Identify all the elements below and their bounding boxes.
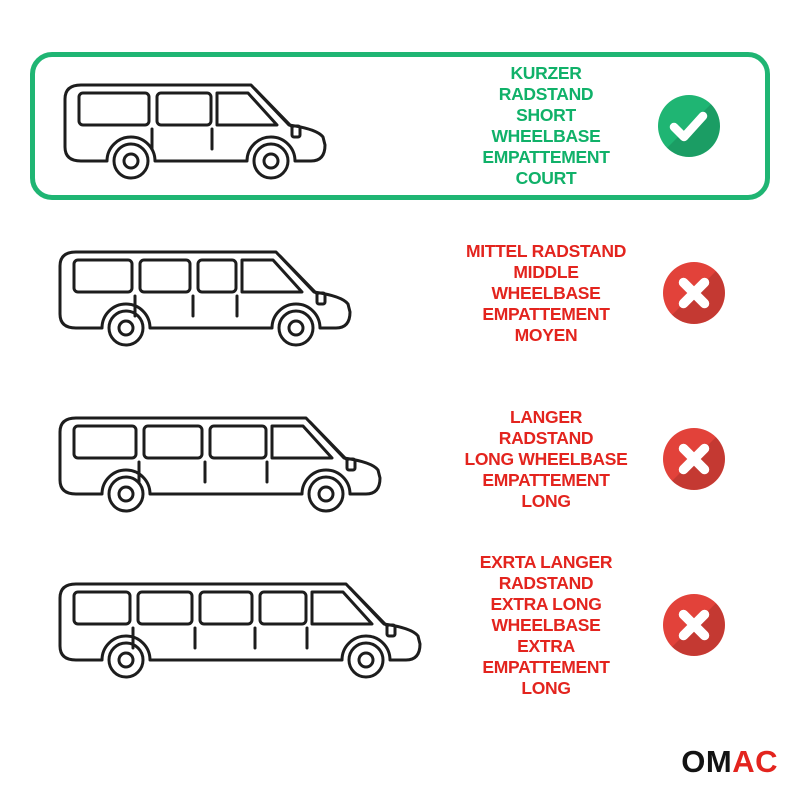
label-fr: EMPATTEMENT MOYEN bbox=[482, 303, 610, 345]
option-labels-middle: MITTEL RADSTAND MIDDLE WHEELBASE EMPATTE… bbox=[462, 241, 630, 346]
option-row-extra-long-wheelbase[interactable]: EXRTA LANGER RADSTAND EXTRA LONG WHEELBA… bbox=[30, 550, 770, 700]
option-labels-extra-long: EXRTA LANGER RADSTAND EXTRA LONG WHEELBA… bbox=[462, 552, 630, 699]
status-short bbox=[625, 94, 753, 158]
label-fr: EMPATTEMENT COURT bbox=[482, 147, 610, 188]
option-row-short-wheelbase[interactable]: KURZER RADSTAND SHORT WHEELBASE EMPATTEM… bbox=[30, 52, 770, 200]
option-row-middle-wheelbase[interactable]: MITTEL RADSTAND MIDDLE WHEELBASE EMPATTE… bbox=[30, 218, 770, 368]
status-middle bbox=[630, 261, 758, 325]
van-illustration-short-wheelbase bbox=[47, 69, 467, 183]
label-fr: EMPATTEMENT LONG bbox=[482, 469, 610, 511]
van-illustration-middle-wheelbase bbox=[42, 236, 462, 350]
label-de: LANGER RADSTAND bbox=[498, 406, 594, 448]
label-en: MIDDLE WHEELBASE bbox=[491, 261, 601, 303]
label-en: SHORT WHEELBASE bbox=[491, 105, 601, 146]
status-long bbox=[630, 427, 758, 491]
omac-logo: OMAC bbox=[681, 744, 778, 780]
label-fr: EXTRA EMPATTEMENT LONG bbox=[482, 635, 610, 698]
label-de: EXRTA LANGER RADSTAND bbox=[479, 551, 613, 593]
option-row-long-wheelbase[interactable]: LANGER RADSTAND LONG WHEELBASE EMPATTEME… bbox=[30, 384, 770, 534]
option-labels-short: KURZER RADSTAND SHORT WHEELBASE EMPATTEM… bbox=[467, 63, 625, 189]
option-labels-long: LANGER RADSTAND LONG WHEELBASE EMPATTEME… bbox=[462, 407, 630, 512]
status-extra-long bbox=[630, 593, 758, 657]
logo-text-black: OM bbox=[681, 744, 733, 779]
van-illustration-extra-long-wheelbase bbox=[42, 568, 462, 682]
label-en: EXTRA LONG WHEELBASE bbox=[490, 593, 602, 635]
check-icon bbox=[658, 95, 720, 157]
logo-text-red: AC bbox=[732, 744, 778, 779]
label-de: KURZER RADSTAND bbox=[498, 63, 594, 104]
van-illustration-long-wheelbase bbox=[42, 402, 462, 516]
x-icon bbox=[663, 428, 725, 490]
x-icon bbox=[663, 262, 725, 324]
label-de: MITTEL RADSTAND bbox=[465, 240, 627, 261]
label-en: LONG WHEELBASE bbox=[464, 448, 628, 469]
x-icon bbox=[663, 594, 725, 656]
